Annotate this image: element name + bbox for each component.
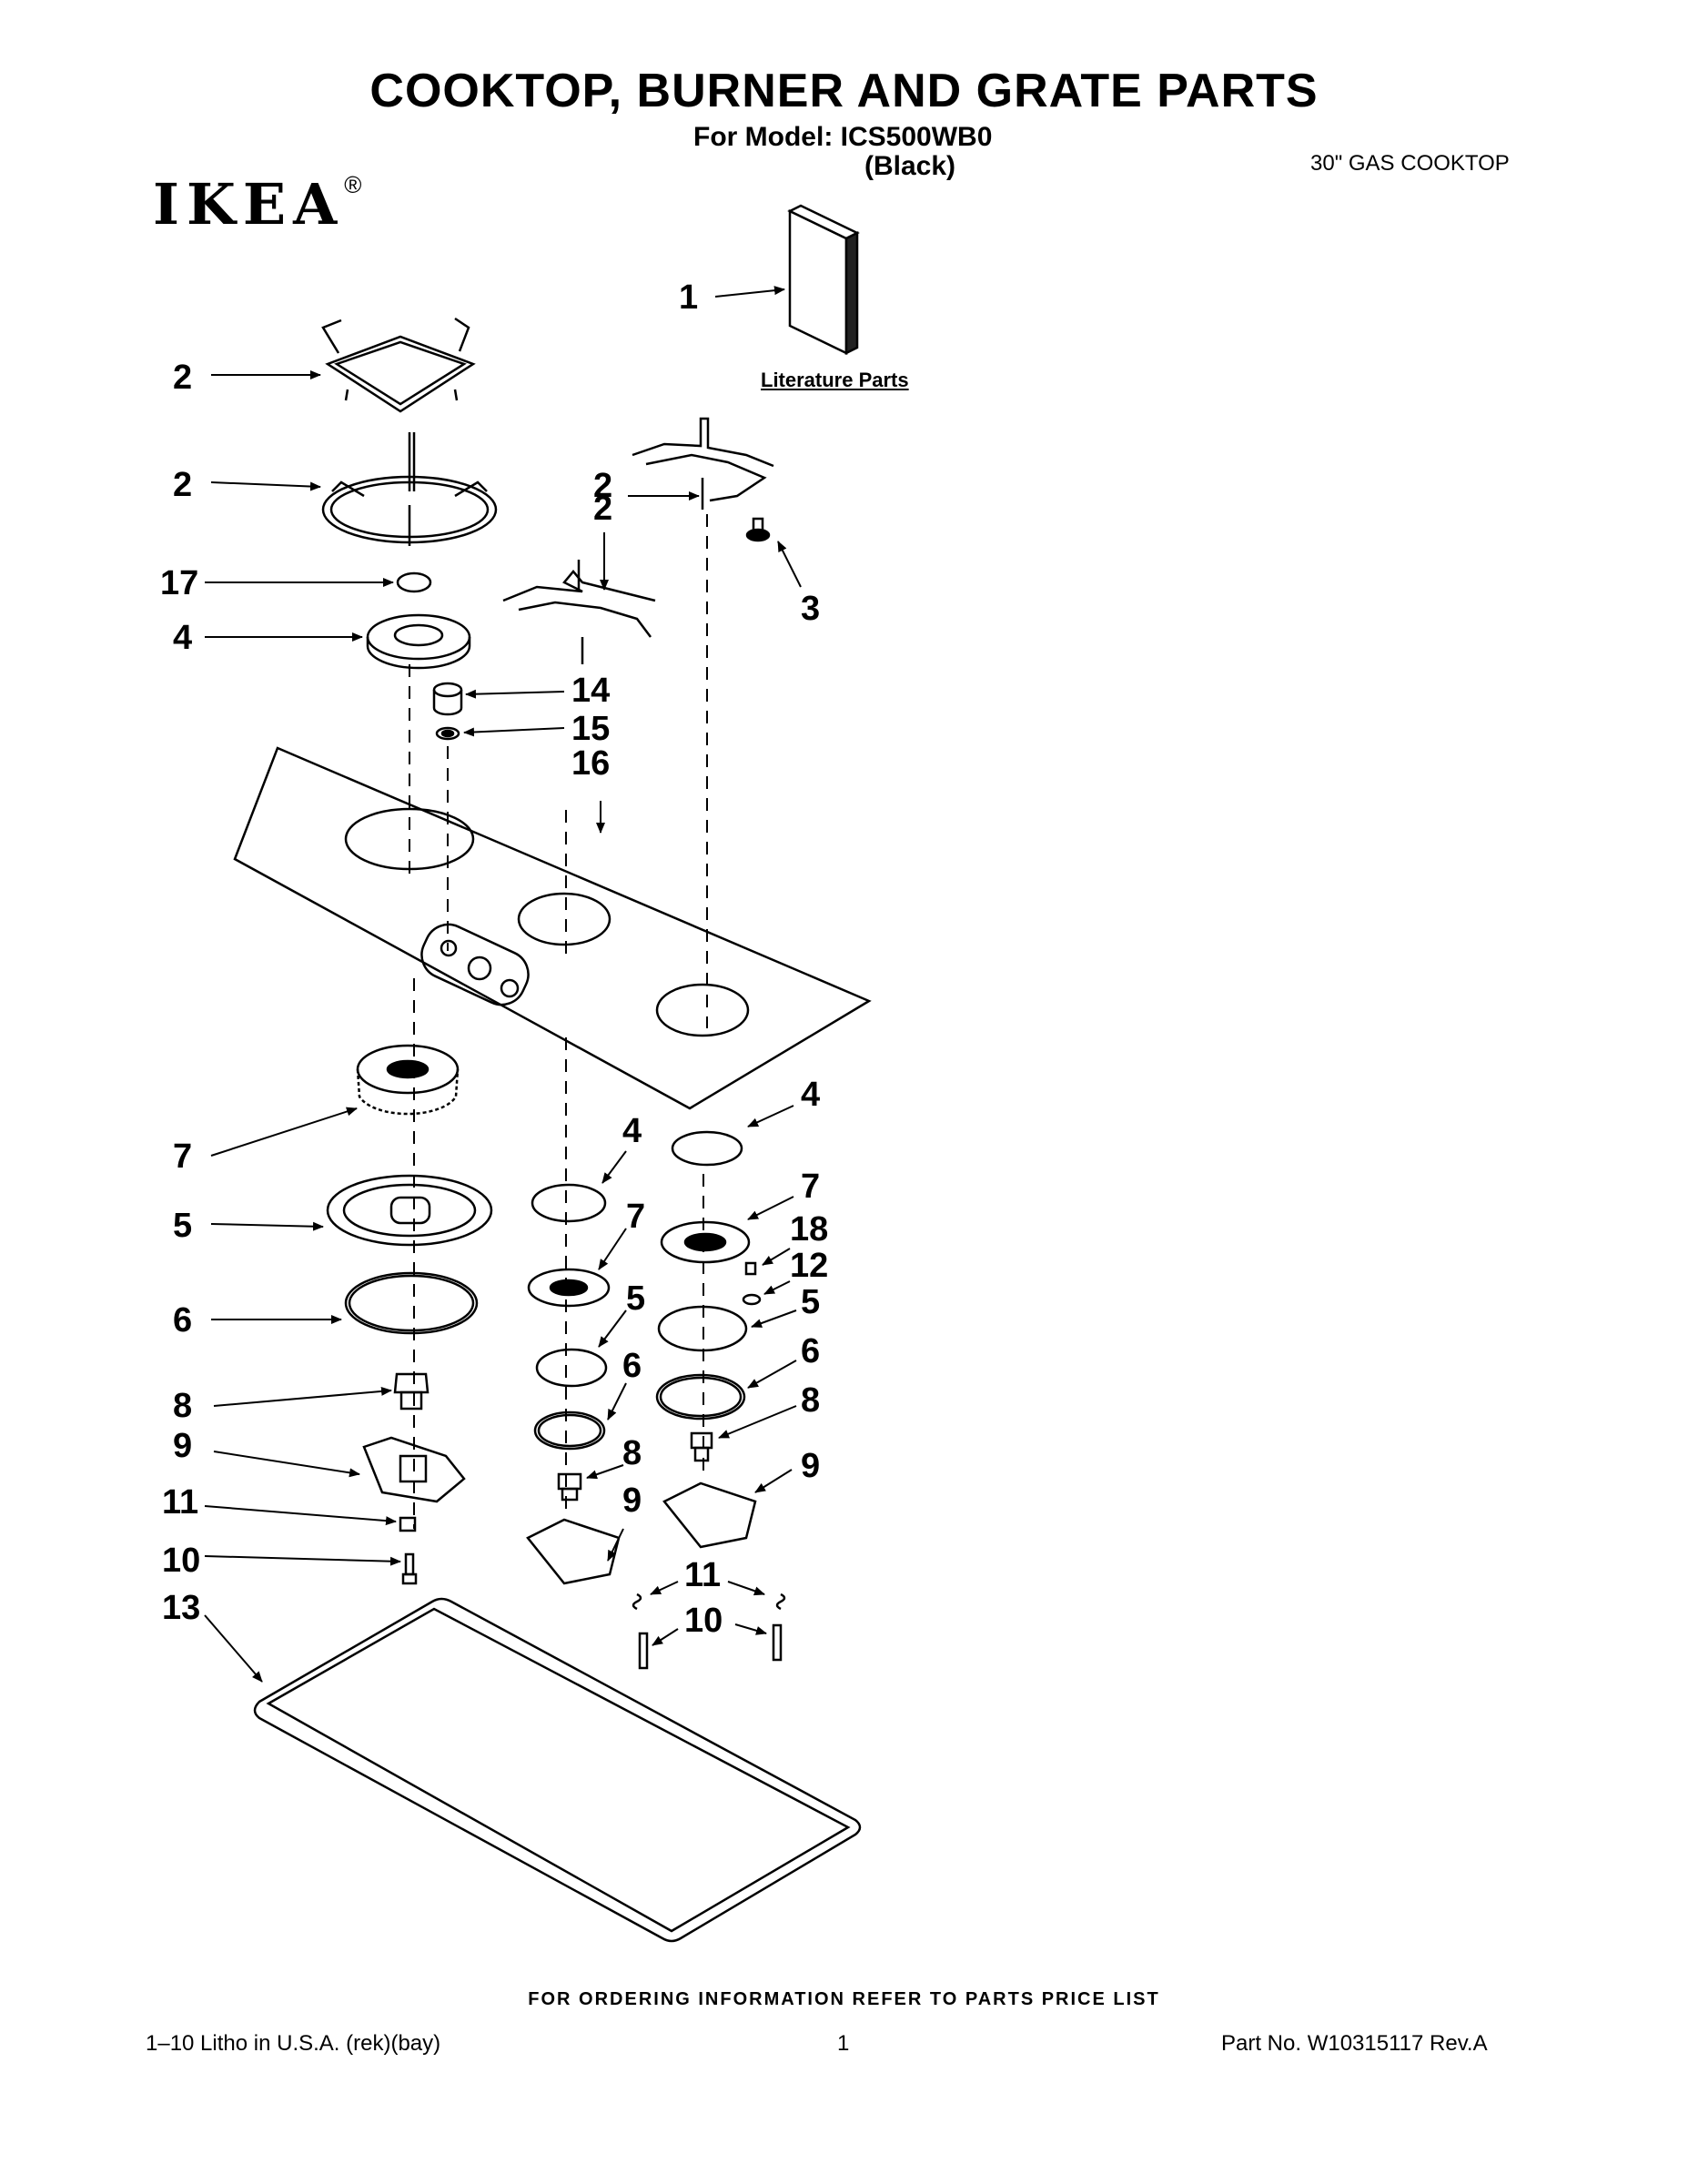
burner-body-9-middle: [526, 1518, 621, 1585]
electrode-10-left: [401, 1552, 418, 1585]
callout-14: 14: [571, 672, 611, 710]
callout-2-center-grate: 2: [593, 490, 613, 528]
callout-16: 16: [571, 744, 611, 783]
callout-4-right: 4: [801, 1076, 821, 1114]
washer-12: [742, 1293, 762, 1306]
callout-6-right: 6: [801, 1332, 821, 1370]
round-grate-left: [321, 432, 498, 546]
burner-cap-4-left: [366, 613, 471, 670]
callout-9-left: 9: [173, 1427, 193, 1465]
burner-body-9-right: [662, 1481, 757, 1549]
page-number: 1: [837, 2031, 850, 2056]
callout-3: 3: [801, 590, 821, 628]
callout-8-left: 8: [173, 1387, 193, 1425]
burner-head-7-right: [660, 1220, 751, 1264]
callout-18: 18: [790, 1210, 829, 1249]
burner-cap-4-middle: [531, 1183, 607, 1223]
litho-info: 1–10 Litho in U.S.A. (rek)(bay): [146, 2031, 441, 2056]
callout-9-middle: 9: [622, 1481, 642, 1520]
callout-2-round-grate: 2: [173, 466, 193, 504]
square-grate: [321, 317, 476, 413]
callout-2-right-grate: 2: [593, 467, 613, 505]
registered-mark: ®: [344, 171, 362, 198]
callout-5-right: 5: [801, 1283, 821, 1321]
burner-base-5-left: [326, 1174, 493, 1247]
callout-11-left: 11: [162, 1483, 199, 1522]
knob-part-14: [432, 682, 463, 716]
electrode-10-middle: [638, 1632, 649, 1670]
callout-11-center: 11: [684, 1556, 722, 1594]
callout-8-middle: 8: [622, 1434, 642, 1472]
literature-parts-label: Literature Parts: [761, 369, 909, 391]
callout-15: 15: [571, 710, 611, 748]
callout-4-middle: 4: [622, 1112, 642, 1150]
callout-7-left: 7: [173, 1138, 193, 1176]
electrode-10-right: [772, 1623, 783, 1662]
callout-7-right: 7: [801, 1168, 821, 1206]
ordering-note: FOR ORDERING INFORMATION REFER TO PARTS …: [528, 1989, 1160, 2009]
ring-part-17: [396, 571, 432, 593]
burner-cap-4-right: [671, 1130, 743, 1167]
callout-8-right: 8: [801, 1381, 821, 1420]
brand-logo: IKEA®: [153, 171, 361, 238]
callout-5-middle: 5: [626, 1279, 646, 1318]
callout-9-right: 9: [801, 1447, 821, 1485]
screw-18: [744, 1261, 757, 1276]
gasket-ring-6-middle: [533, 1410, 606, 1451]
callout-1: 1: [679, 278, 699, 317]
clip-11-left: [399, 1516, 417, 1532]
burner-head-7-left: [356, 1044, 460, 1116]
burner-base-5-middle: [535, 1348, 608, 1388]
callout-17: 17: [160, 564, 199, 602]
clip-11-right: [775, 1592, 786, 1611]
callout-5-left: 5: [173, 1207, 193, 1245]
gasket-ring-6-right: [655, 1373, 746, 1421]
callout-6-left: 6: [173, 1301, 193, 1340]
orifice-8-middle: [557, 1472, 582, 1502]
callout-10-center: 10: [684, 1602, 723, 1640]
screw-part-3: [745, 517, 771, 542]
clip-11-middle: [632, 1592, 642, 1611]
literature-booklet: [787, 204, 860, 356]
orifice-8-right: [690, 1431, 713, 1462]
part-number: Part No. W10315117 Rev.A: [1221, 2031, 1488, 2056]
gasket-ring-6-left: [344, 1271, 479, 1335]
callout-13: 13: [162, 1589, 201, 1627]
callout-2-square-grate: 2: [173, 359, 193, 397]
callout-10-left: 10: [162, 1542, 201, 1580]
callout-7-middle: 7: [626, 1198, 646, 1236]
callout-4-left: 4: [173, 619, 193, 657]
model-line: For Model: ICS500WB0: [693, 122, 993, 152]
orifice-8-left: [393, 1372, 430, 1410]
callout-6-middle: 6: [622, 1347, 642, 1385]
color-line: (Black): [864, 151, 956, 181]
cooktop-glass: [233, 746, 872, 1110]
product-type: 30" GAS COOKTOP: [1310, 151, 1510, 176]
callout-12: 12: [790, 1247, 829, 1285]
brand-name: IKEA: [153, 171, 345, 238]
knob-ring-part-15: [435, 726, 460, 741]
burner-head-7-middle: [527, 1268, 611, 1308]
cooktop-seal: [253, 1597, 862, 1943]
grate-right: [632, 417, 774, 510]
grate-center: [502, 560, 656, 664]
page-title: COOKTOP, BURNER AND GRATE PARTS: [369, 65, 1319, 117]
